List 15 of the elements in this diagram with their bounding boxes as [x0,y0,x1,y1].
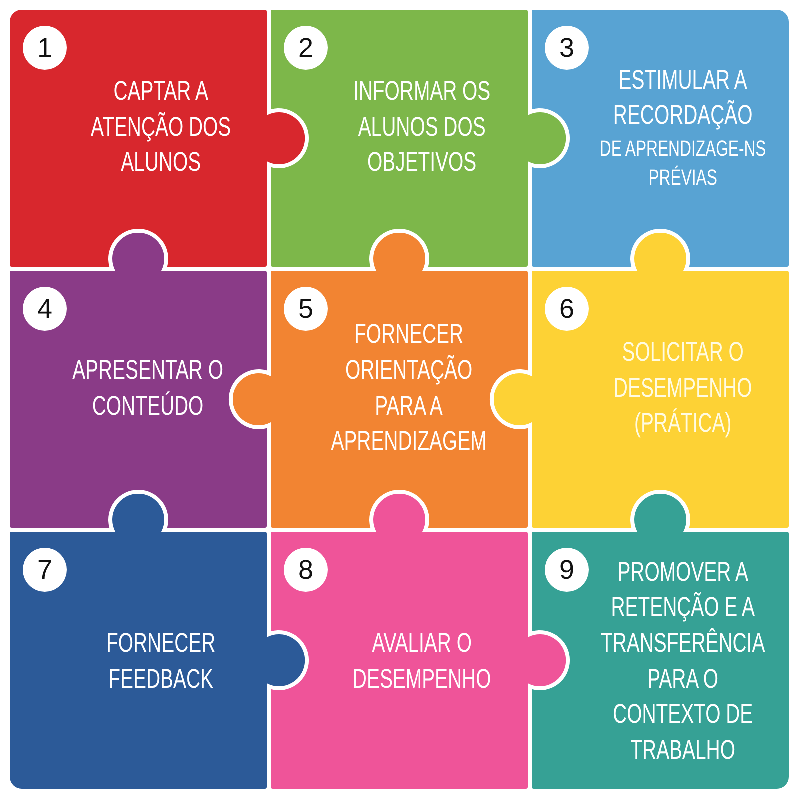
step-title: FORNECER ORIENTAÇÃO PARA A APRENDIZAGEM [331,318,488,458]
step-title: INFORMAR OS ALUNOS DOS OBJETIVOS [352,75,492,180]
step-title: FORNECER FEEDBACK [106,626,218,696]
puzzle-piece [532,10,789,267]
step-title: APRESENTAR O CONTEÚDO [72,354,225,422]
puzzle-piece [10,233,267,528]
step-title: AVALIAR O DESEMPENHO [352,626,493,696]
step-title: PROMOVER A RETENÇÃO E A TRANSFERÊNCIA PARA O CONTEXTO DE TRABALHO [600,556,767,767]
step-subtitle: DE APRENDIZAGE-NS PRÉVIAS [599,135,768,192]
step-title: ESTIMULAR A RECORDAÇÃO [612,64,754,132]
puzzle-piece [532,494,789,789]
puzzle-piece [494,233,789,528]
step-title: SOLICITAR O DESEMPENHO (PRÁTICA) [613,336,754,440]
step-title: CAPTAR A ATENÇÃO DOS ALUNOS [90,75,233,180]
puzzle-piece [233,233,528,528]
